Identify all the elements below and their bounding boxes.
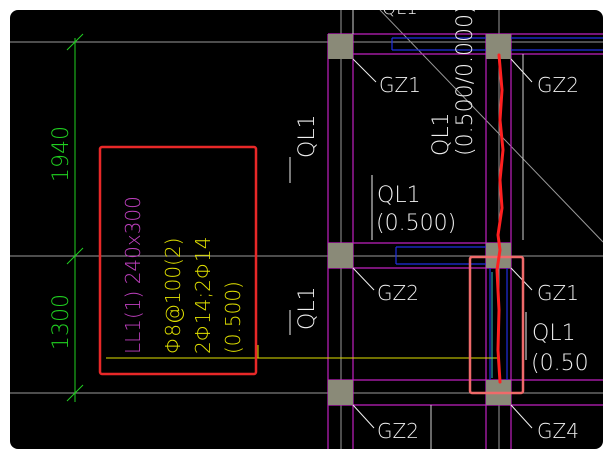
- leader-line: [510, 267, 533, 291]
- leader-line: [352, 404, 375, 429]
- column-gz2-mid: [328, 243, 353, 268]
- axis-line: [379, 10, 603, 243]
- columns: [328, 34, 511, 405]
- column-label: GZ2: [377, 419, 419, 443]
- beam-label-vertical-left: QL1: [295, 114, 320, 158]
- column-gz1: [328, 34, 353, 59]
- red-freehand-stroke: [495, 53, 505, 384]
- beam-label-mid-elev: (0.500): [376, 211, 456, 236]
- dim-tick: [66, 384, 84, 402]
- walls: [327, 33, 603, 449]
- dim-tick: [66, 247, 84, 265]
- beam-label-vertical-mid-elev: (0.500/0.000): [453, 10, 478, 156]
- lintel-line1: LL1(1) 240x300: [121, 196, 145, 354]
- lintel-line3: 2Φ14;2Φ14: [191, 237, 215, 355]
- column-labels: GZ1 GZ2 GZ2 GZ1 GZ2 GZ4: [377, 73, 579, 443]
- column-label: GZ4: [537, 419, 579, 443]
- leader-line: [352, 267, 375, 291]
- dim-text: 1940: [49, 126, 74, 182]
- column-gz2-bottom: [328, 380, 353, 405]
- dim-text: 1300: [49, 294, 74, 350]
- wall-ticks: [352, 10, 524, 449]
- beam-label-lower-right-elev: (0.50: [531, 351, 589, 376]
- lintel-line4: (0.500): [221, 281, 245, 354]
- beam-label-vertical-mid: QL1: [429, 112, 454, 156]
- cad-viewport[interactable]: GZ1 GZ2 GZ2 GZ1 GZ2 GZ4 QL1 QL1 QL1 (0.5…: [10, 10, 603, 449]
- beam-labels: QL1 QL1 QL1 (0.500/0.000) QL1 (0.500) QL…: [295, 10, 589, 376]
- dimension-texts: 1940 1300: [49, 126, 74, 350]
- cad-drawing[interactable]: GZ1 GZ2 GZ2 GZ1 GZ2 GZ4 QL1 QL1 QL1 (0.5…: [10, 10, 603, 449]
- annotation-box-pink[interactable]: [468, 255, 525, 395]
- beam-label-mid-name: QL1: [377, 183, 421, 208]
- leader-line: [510, 58, 533, 83]
- leaders: [289, 58, 533, 429]
- beam-label-top-partial: QL1: [382, 10, 418, 19]
- column-label: GZ1: [537, 281, 579, 305]
- lintel-annotation: LL1(1) 240x300 Φ8@100(2) 2Φ14;2Φ14 (0.50…: [121, 196, 245, 354]
- beam-label-lower-right-name: QL1: [532, 321, 576, 346]
- annotation-box-red[interactable]: [98, 145, 258, 376]
- column-label: GZ2: [537, 73, 579, 97]
- lintel-line2: Φ8@100(2): [161, 238, 185, 354]
- leader-line: [510, 404, 533, 429]
- leader-line: [352, 58, 377, 83]
- dim-tick: [66, 33, 84, 51]
- dimension-lines: [66, 33, 84, 402]
- lintel-leader: [106, 345, 500, 359]
- column-label: GZ1: [379, 73, 421, 97]
- column-label: GZ2: [377, 281, 419, 305]
- beam-label-lower-left: QL1: [295, 286, 320, 330]
